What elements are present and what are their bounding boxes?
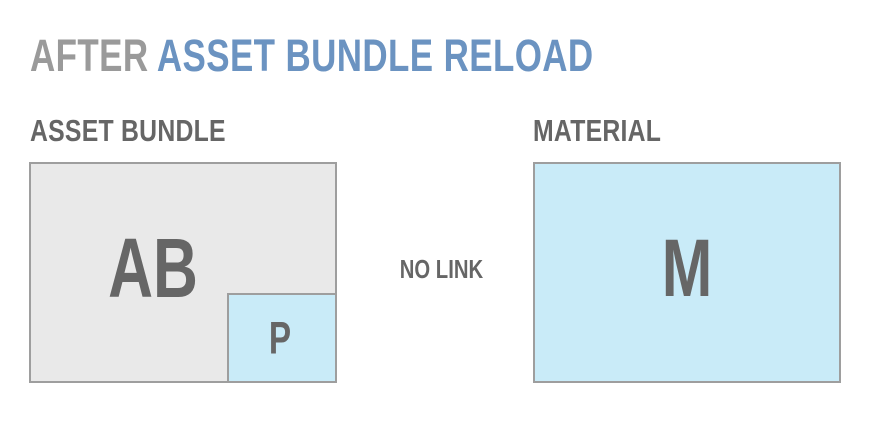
prefab-box: P <box>227 293 337 383</box>
material-box: M <box>533 162 841 383</box>
page-title-prefix: AFTER <box>30 30 149 81</box>
asset-bundle-heading: ASSET BUNDLE <box>30 113 226 148</box>
no-link-label: NO LINK <box>345 256 537 282</box>
page-title-highlight: ASSET BUNDLE RELOAD <box>156 30 594 81</box>
material-heading: MATERIAL <box>533 113 662 148</box>
material-letter: M <box>661 222 713 314</box>
no-link-label-text: NO LINK <box>399 254 483 284</box>
asset-bundle-letter: AB <box>108 220 198 315</box>
asset-bundle-box: AB P <box>29 162 337 383</box>
prefab-letter: P <box>268 312 292 364</box>
